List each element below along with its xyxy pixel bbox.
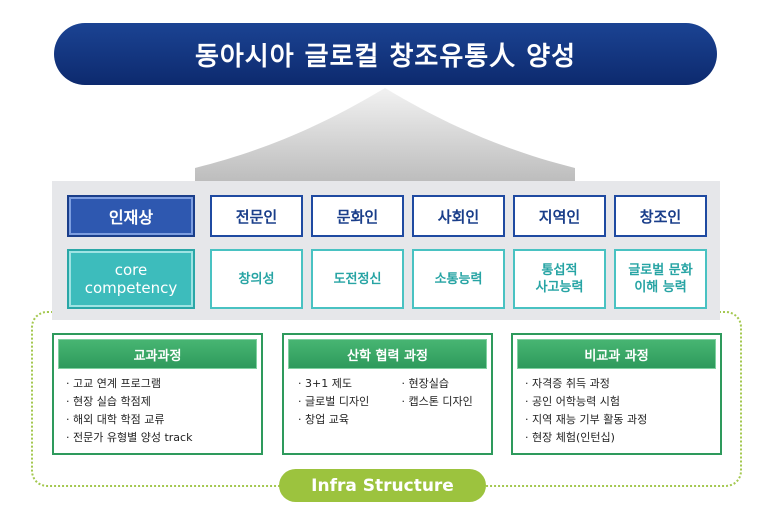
talent-cell-5: 창조인 [614, 195, 707, 237]
list-item: 글로벌 디자인 [298, 393, 388, 411]
talent-cell-2: 문화인 [311, 195, 404, 237]
main-title: 동아시아 글로컬 창조유통人 양성 [194, 41, 577, 72]
list-item: 고교 연계 프로그램 [66, 375, 253, 393]
upward-arrow-shape [195, 88, 575, 188]
list-item: 해외 대학 학점 교류 [66, 411, 253, 429]
competency-cell-1: 창의성 [210, 249, 303, 309]
core-label-line-1: core [114, 261, 148, 279]
competency-text: 사고능력 [535, 280, 584, 295]
list-item: 공인 어학능력 시험 [525, 393, 712, 411]
program-box-extracurricular: 비교과 과정 자격증 취득 과정 공인 어학능력 시험 지역 재능 기부 활동 … [511, 333, 722, 455]
list-item: 현장실습 [402, 375, 492, 393]
competency-text: 창의성 [238, 271, 275, 287]
talent-label-text: 인재상 [108, 208, 154, 227]
infra-structure-pill: Infra Structure [279, 469, 486, 502]
program-title: 산학 협력 과정 [288, 339, 487, 369]
program-column-1: 3+1 제도 글로벌 디자인 창업 교육 [284, 375, 388, 429]
list-item: 3+1 제도 [298, 375, 388, 393]
program-title: 교과과정 [58, 339, 257, 369]
talent-cell-4: 지역인 [513, 195, 606, 237]
list-item: 현장 체험(인턴십) [525, 429, 712, 447]
program-box-curriculum: 교과과정 고교 연계 프로그램 현장 실습 학점제 해외 대학 학점 교류 전문… [52, 333, 263, 455]
program-title: 비교과 과정 [517, 339, 716, 369]
competency-text: 도전정신 [333, 271, 382, 287]
list-item: 자격증 취득 과정 [525, 375, 712, 393]
core-competency-label: core competency [67, 249, 195, 309]
competency-text: 글로벌 문화 [628, 263, 693, 278]
talent-label: 인재상 [67, 195, 195, 237]
competency-text: 통섭적 [541, 263, 578, 278]
list-item: 캡스톤 디자인 [402, 393, 492, 411]
infra-structure-label: Infra Structure [311, 475, 454, 496]
program-column-2: 현장실습 캡스톤 디자인 [388, 375, 492, 429]
program-box-industry: 산학 협력 과정 3+1 제도 글로벌 디자인 창업 교육 현장실습 캡스톤 디… [282, 333, 493, 455]
program-list: 3+1 제도 글로벌 디자인 창업 교육 현장실습 캡스톤 디자인 [284, 375, 491, 429]
list-item: 지역 재능 기부 활동 과정 [525, 411, 712, 429]
program-list: 고교 연계 프로그램 현장 실습 학점제 해외 대학 학점 교류 전문가 유형별… [54, 375, 261, 447]
core-label-line-2: competency [84, 279, 178, 297]
competency-cell-3: 소통능력 [412, 249, 505, 309]
list-item: 창업 교육 [298, 411, 388, 429]
competency-cell-5: 글로벌 문화 이해 능력 [614, 249, 707, 309]
competency-text: 이해 능력 [634, 280, 687, 295]
talent-cell-1: 전문인 [210, 195, 303, 237]
talent-cell-3: 사회인 [412, 195, 505, 237]
main-title-banner: 동아시아 글로컬 창조유통人 양성 [54, 23, 717, 85]
program-list: 자격증 취득 과정 공인 어학능력 시험 지역 재능 기부 활동 과정 현장 체… [513, 375, 720, 447]
list-item: 전문가 유형별 양성 track [66, 429, 253, 447]
competency-cell-2: 도전정신 [311, 249, 404, 309]
list-item: 현장 실습 학점제 [66, 393, 253, 411]
competency-cell-4: 통섭적 사고능력 [513, 249, 606, 309]
competency-text: 소통능력 [434, 271, 483, 287]
